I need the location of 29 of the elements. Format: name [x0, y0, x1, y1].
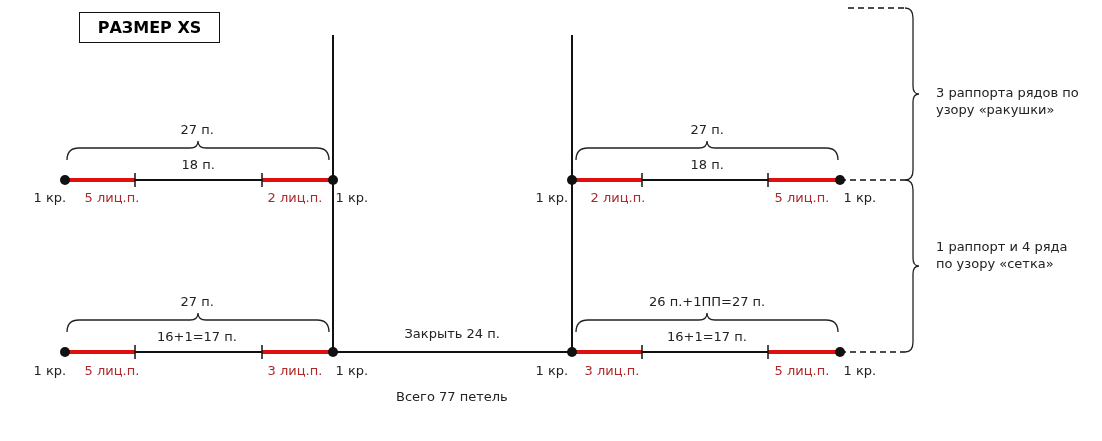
stitch-count: 16+1=17 п. [157, 329, 237, 345]
edge-stitch-label: 1 кр. [335, 190, 369, 206]
pattern-note: 1 раппорт и 4 ряда по узору «сетка» [936, 238, 1069, 272]
stitch-count: 27 п. [690, 122, 724, 138]
edge-stitch-label: 1 кр. [843, 363, 877, 379]
stitch-count: 26 п.+1ПП=27 п. [649, 294, 766, 310]
stitch-count: 18 п. [181, 157, 215, 173]
edge-stitch-label: 1 кр. [535, 190, 569, 206]
edge-stitch-label: 1 кр. [335, 363, 369, 379]
stitch-count: 27 п. [180, 122, 214, 138]
edge-stitch-label: 1 кр. [33, 190, 67, 206]
knit-stitch-label: 5 лиц.п. [774, 190, 830, 206]
knit-stitch-label: 2 лиц.п. [267, 190, 323, 206]
knit-stitch-label: 5 лиц.п. [774, 363, 830, 379]
total-stitches-label: Всего 77 петель [396, 389, 508, 405]
edge-stitch-label: 1 кр. [33, 363, 67, 379]
size-heading: РАЗМЕР XS [79, 12, 220, 43]
edge-stitch-label: 1 кр. [535, 363, 569, 379]
pattern-note: 3 раппорта рядов по узору «ракушки» [936, 84, 1080, 118]
bind-off-label: Закрыть 24 п. [404, 326, 500, 342]
stitch-count: 27 п. [180, 294, 214, 310]
knit-stitch-label: 2 лиц.п. [590, 190, 646, 206]
knit-stitch-label: 3 лиц.п. [267, 363, 323, 379]
stitch-count: 18 п. [690, 157, 724, 173]
stitch-count: 16+1=17 п. [667, 329, 747, 345]
edge-stitch-label: 1 кр. [843, 190, 877, 206]
knit-stitch-label: 5 лиц.п. [84, 190, 140, 206]
knit-stitch-label: 3 лиц.п. [584, 363, 640, 379]
knit-stitch-label: 5 лиц.п. [84, 363, 140, 379]
